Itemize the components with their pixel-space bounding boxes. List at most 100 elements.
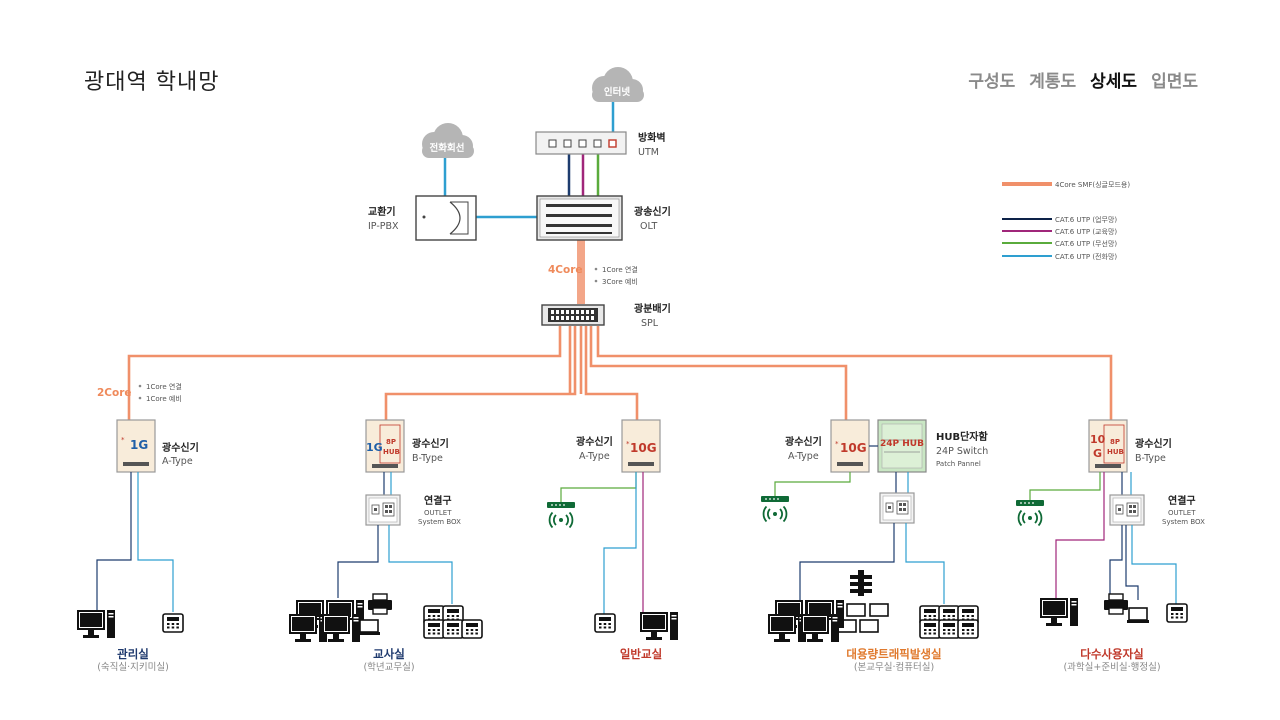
branch-core-note-2: 1Core 예비 [146, 394, 182, 403]
svg-text:인터넷: 인터넷 [604, 86, 630, 98]
olt-spl-fiber [577, 240, 585, 304]
room4-wifi-ap [760, 495, 790, 523]
pbx-name: 교환기 [368, 205, 396, 218]
svg-text:전화회선: 전화회선 [430, 142, 465, 154]
room5-name: 다수사용자실 [1080, 647, 1143, 661]
room2-devices [289, 593, 483, 642]
outlet-2-sub1: OUTLET [1168, 509, 1196, 517]
spl-name: 광분배기 [634, 302, 671, 315]
onu-3-type: A-Type [579, 451, 610, 462]
tab-system[interactable]: 계통도 [1029, 72, 1077, 92]
pbx-switchboard: 교환기 IP-PBX [368, 195, 477, 241]
legend-label-edu: CAT.6 UTP (교육망) [1055, 227, 1117, 236]
onu-3: * 10G 광수신기 A-Type [576, 419, 661, 473]
room3-name: 일반교실 [620, 647, 662, 661]
svg-text:*: * [626, 440, 630, 448]
onu-5-name: 광수신기 [1135, 437, 1172, 450]
olt-sub: OLT [640, 221, 657, 232]
legend-label-work: CAT.6 UTP (업무망) [1055, 215, 1117, 224]
svg-text:10G: 10G [630, 441, 657, 455]
utm-sub: UTM [638, 147, 659, 158]
svg-text:10: 10 [1090, 433, 1106, 446]
outlet-1-name: 연결구 [424, 494, 452, 507]
legend-label-phone: CAT.6 UTP (전화망) [1055, 252, 1117, 261]
svg-text:10G: 10G [840, 441, 867, 455]
room5-sub: (과학실+준비실·행정실) [1063, 661, 1160, 673]
legend-label-wifi: CAT.6 UTP (무선망) [1055, 239, 1117, 248]
svg-text:8P: 8P [386, 438, 396, 446]
main-core-label: 4Core [548, 264, 583, 276]
room1-sub: (숙직실·지키미실) [97, 662, 169, 673]
room3-pc [640, 612, 678, 640]
onu-2-name: 광수신기 [412, 437, 449, 450]
room5-phone [1166, 603, 1188, 623]
outlet-2-labels: 연결구 OUTLET System BOX [1109, 494, 1205, 526]
legend-label-fiber: 4Core SMF(싱글모드용) [1055, 180, 1130, 189]
svg-text:*: * [121, 436, 125, 444]
room3-phone [594, 613, 616, 633]
svg-text:1G: 1G [130, 438, 148, 452]
outlet-1-sub1: OUTLET [424, 509, 452, 517]
tab-config[interactable]: 구성도 [968, 72, 1016, 92]
phone-line-cloud: 전화회선 [422, 123, 474, 158]
svg-text:HUB: HUB [383, 448, 400, 456]
tab-elevation[interactable]: 입면도 [1151, 72, 1198, 92]
olt-transmitter: 광송신기 OLT [536, 195, 671, 241]
room4-devices [768, 570, 979, 642]
internet-cloud: 인터넷 [592, 67, 644, 102]
page-title: 광대역 학내망 [84, 70, 220, 95]
hub-name: HUB단자함 [936, 430, 989, 443]
room4-sub: (본교무실·컴퓨터실) [854, 661, 934, 673]
utm-firewall: 방화벽 UTM [535, 131, 666, 158]
spl-onu-fibers [127, 326, 1113, 420]
outlet-2-name: 연결구 [1168, 494, 1196, 507]
outlet-2-sub2: System BOX [1162, 518, 1205, 526]
branch-core-label: 2Core [97, 387, 132, 399]
onu-2-type: B-Type [412, 453, 443, 464]
view-tabs: 구성도 계통도 상세도 입면도 [968, 67, 1198, 92]
hub-sub2: Patch Pannel [936, 460, 981, 468]
svg-text:*: * [835, 440, 839, 448]
hub-sub1: 24P Switch [936, 446, 988, 457]
svg-text:24P HUB: 24P HUB [880, 439, 924, 449]
onu-4-name: 광수신기 [785, 435, 822, 448]
room5-pc [1040, 598, 1078, 626]
room5-wifi-ap [1015, 499, 1045, 527]
onu-1: * 1G 광수신기 A-Type [116, 419, 199, 473]
onu-1-name: 광수신기 [162, 441, 199, 454]
onu-4-type: A-Type [788, 451, 819, 462]
hub-terminal-box: 24P HUB HUB단자함 24P Switch Patch Pannel [877, 419, 989, 473]
outlet-2 [879, 492, 915, 524]
main-core-note-1: 1Core 연결 [602, 265, 638, 274]
onu-1-type: A-Type [162, 456, 193, 467]
outlet-1: 연결구 OUTLET System BOX [365, 494, 461, 526]
olt-name: 광송신기 [634, 205, 671, 218]
room1-pc [77, 610, 115, 638]
svg-text:G: G [1093, 447, 1102, 460]
onu-2: 8P HUB 1G 광수신기 B-Type [365, 419, 449, 473]
room5-laptop [1126, 607, 1150, 624]
outlet-1-sub2: System BOX [418, 518, 461, 526]
onu-3-name: 광수신기 [576, 435, 613, 448]
tab-detail[interactable]: 상세도 [1090, 72, 1138, 92]
room4-name: 대용량트래픽발생실 [846, 647, 941, 661]
onu-5: 8P HUB 10 G 광수신기 B-Type [1088, 419, 1172, 473]
svg-text:1G: 1G [366, 441, 383, 454]
room2-sub: (학년교무실) [363, 662, 414, 673]
onu-5-type: B-Type [1135, 453, 1166, 464]
utm-name: 방화벽 [638, 131, 666, 144]
onu-4: * 10G 광수신기 A-Type [785, 419, 870, 473]
room1-name: 관리실 [117, 647, 149, 661]
room5-printer [1103, 593, 1129, 615]
spl-splitter: 광분배기 SPL [541, 302, 671, 329]
svg-text:HUB: HUB [1107, 448, 1124, 456]
room1-phone [162, 613, 184, 633]
main-core-note-2: 3Core 예비 [602, 277, 638, 286]
room3-wifi-ap [546, 501, 576, 529]
pbx-sub: IP-PBX [368, 221, 399, 232]
spl-sub: SPL [641, 318, 659, 329]
legend: 4Core SMF(싱글모드용) CAT.6 UTP (업무망) CAT.6 U… [1002, 180, 1130, 261]
branch-core-note-1: 1Core 연결 [146, 382, 182, 391]
room2-name: 교사실 [373, 647, 405, 661]
